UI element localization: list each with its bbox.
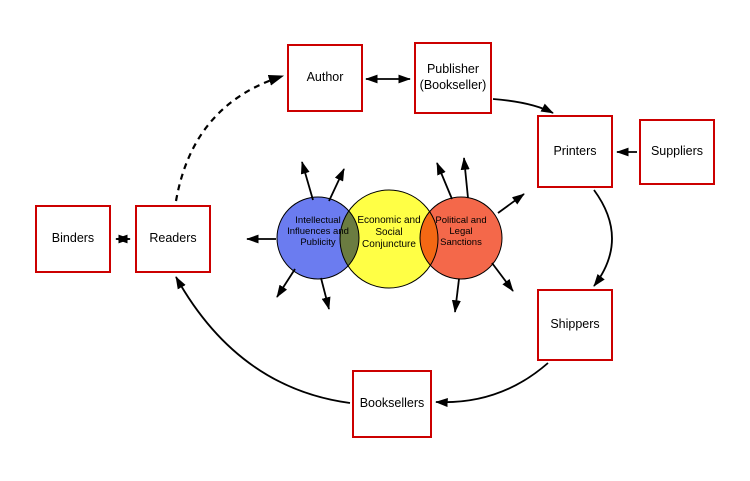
node-booksellers: Booksellers: [352, 370, 432, 438]
node-shippers-label: Shippers: [550, 317, 600, 332]
influence-arrow-blue-up-left: [300, 161, 314, 201]
influence-arrow-red-up: [460, 157, 470, 199]
node-suppliers-label: Suppliers: [650, 144, 704, 159]
arrow-readers-author-dashed: [174, 74, 285, 202]
node-author-label: Author: [306, 70, 344, 85]
influence-arrow-red-up-right: [497, 193, 525, 214]
node-suppliers: Suppliers: [639, 119, 715, 185]
arrow-publisher-printers: [492, 98, 554, 114]
venn-diagram: [276, 189, 503, 289]
node-binders: Binders: [35, 205, 111, 273]
node-readers: Readers: [135, 205, 211, 273]
arrow-booksellers-readers: [175, 276, 351, 404]
influence-arrow-red-down: [451, 278, 461, 313]
arrow-shippers-booksellers: [435, 362, 549, 408]
influence-arrow-blue-up-right: [328, 168, 345, 202]
venn-label-economic: Economic and Social Conjuncture: [357, 215, 421, 250]
venn-label-intellectual: Intellectual Influences and Publicity: [287, 215, 349, 249]
node-binders-label: Binders: [51, 231, 95, 246]
node-readers-label: Readers: [149, 231, 197, 246]
influence-arrow-red-down-right: [491, 262, 514, 292]
influence-arrow-red-up-left: [436, 162, 453, 200]
arrow-printers-shippers: [593, 189, 613, 287]
circuit-arrows: [115, 74, 637, 408]
node-author: Author: [287, 44, 363, 112]
node-publisher: Publisher (Bookseller): [414, 42, 492, 114]
influence-arrow-blue-down-left: [276, 268, 296, 298]
influence-arrow-blue-down: [320, 277, 331, 310]
venn-circle-economic: [339, 189, 439, 289]
node-publisher-label: Publisher (Bookseller): [419, 62, 487, 92]
node-printers: Printers: [537, 115, 613, 188]
venn-label-political: Political and Legal Sanctions: [435, 215, 487, 249]
node-booksellers-label: Booksellers: [359, 396, 425, 411]
node-printers-label: Printers: [553, 143, 597, 158]
node-shippers: Shippers: [537, 289, 613, 361]
influence-arrows: [246, 157, 525, 313]
